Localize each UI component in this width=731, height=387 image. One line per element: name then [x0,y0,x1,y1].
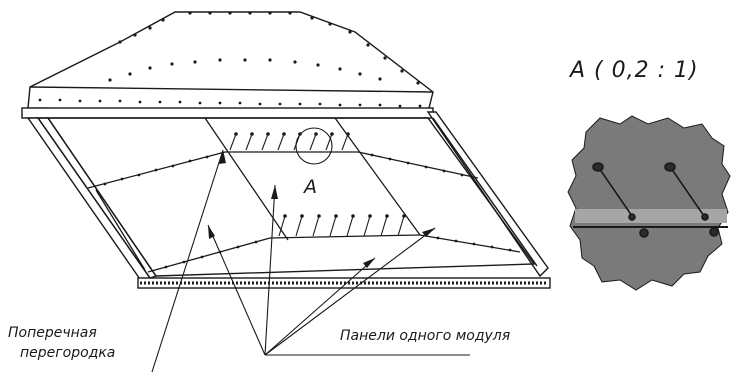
detail-view-title: А ( 0,2 : 1) [570,58,699,83]
hood-top-section [27,11,434,113]
panels-callout: Панели одного модуля [340,328,511,344]
detail-break-outline [567,115,731,291]
hood-frame [21,107,551,289]
detail-bolts [592,162,719,238]
inner-panels [87,117,521,273]
detail-circle [295,127,333,165]
detail-view-a [567,115,731,291]
detail-band [575,209,727,223]
partition-callout-line2: перегородка [20,345,116,361]
arrowheads [208,150,435,268]
bolt-heads [103,132,512,269]
partition-bolts-lower [278,215,405,237]
partition-bolts-upper [229,133,349,151]
leader-lines [151,149,470,373]
detail-marker-label: А [304,176,317,198]
rivet-dots-top [38,11,422,108]
partition-callout-line1: Поперечная [8,325,97,341]
